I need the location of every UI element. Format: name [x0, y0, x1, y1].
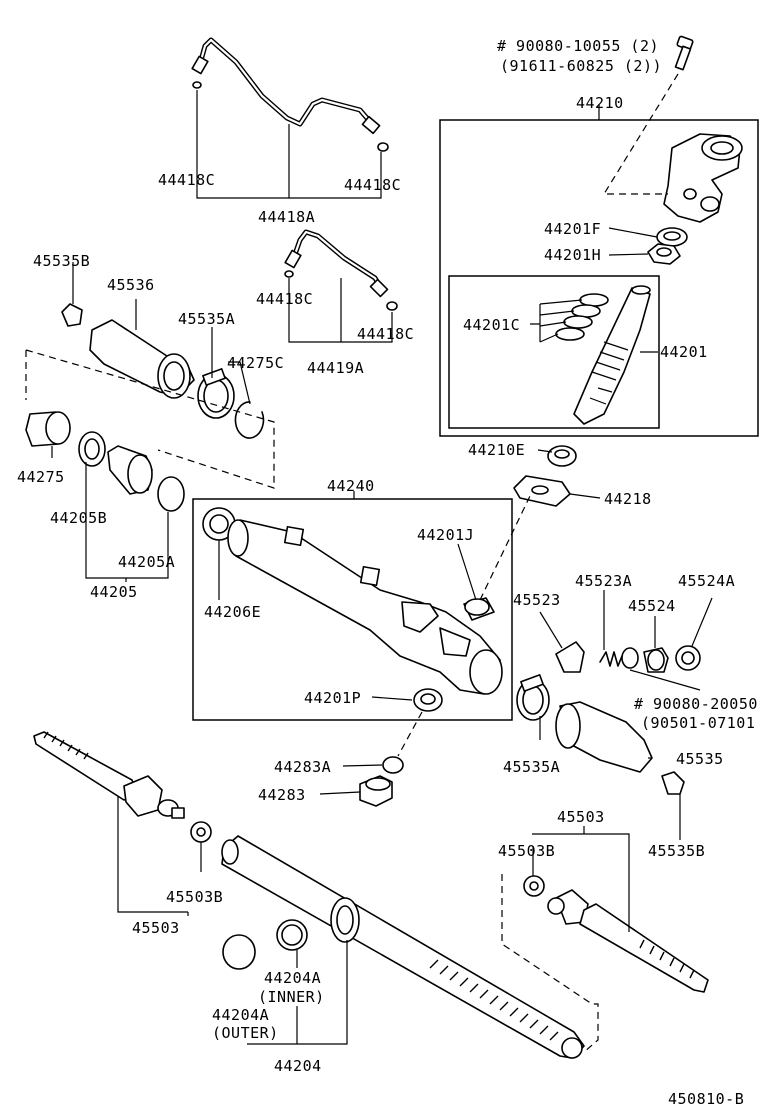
label-45503-b: 45503 [132, 919, 180, 937]
label-44204: 44204 [274, 1057, 322, 1075]
label-44201h: 44201H [544, 246, 601, 264]
nut-45503b-left [190, 821, 212, 843]
rack-guide-44205 [107, 445, 153, 495]
pressure-tube-44419a [284, 229, 398, 311]
label-44204a-inner: 44204A [264, 969, 321, 987]
seal-rings-44201c [555, 293, 609, 341]
label-450810-b: 450810-B [668, 1090, 744, 1108]
label-44283: 44283 [258, 786, 306, 804]
label-90501-07101: (90501-07101 [641, 714, 755, 732]
valve-shaft-frame [448, 275, 660, 429]
clamp-45535a-right [516, 674, 550, 721]
label-44201j: 44201J [417, 526, 474, 544]
clip-45535b-left [61, 303, 83, 327]
label-44206e: 44206E [204, 603, 261, 621]
gear-housing-frame [192, 498, 513, 721]
rack-guide-45523 [555, 641, 585, 673]
dashed-lines [25, 73, 679, 1053]
label-90080-20050: # 90080-20050 [634, 695, 758, 713]
label-44419a: 44419A [307, 359, 364, 377]
label-45535: 45535 [676, 750, 724, 768]
leader-lines [51, 90, 713, 1045]
label-44210e: 44210E [468, 441, 525, 459]
label-44418c-d: 44418C [357, 325, 414, 343]
valve-shaft-44201 [573, 285, 651, 425]
spring-45523a [599, 651, 623, 667]
clip-45535b-right [661, 771, 685, 795]
clamp-45535a-left [197, 368, 235, 419]
label-45503-a: 45503 [557, 808, 605, 826]
pressure-tube-44418a [191, 37, 389, 152]
label-44201c: 44201C [463, 316, 520, 334]
label-inner: (INNER) [258, 988, 325, 1006]
cover-seal-44210e [547, 445, 577, 467]
label-45535b-a: 45535B [33, 252, 90, 270]
label-44201f: 44201F [544, 220, 601, 238]
nut-44201h [647, 243, 681, 265]
label-44201: 44201 [660, 343, 708, 361]
label-44205a: 44205A [118, 553, 175, 571]
label-45503b-a: 45503B [498, 842, 555, 860]
steering-rack-44204 [221, 835, 585, 1059]
cap-44283 [359, 775, 393, 807]
label-91611-60825: (91611-60825 (2)) [500, 57, 662, 75]
o-ring-44205a [157, 476, 185, 512]
label-outer: (OUTER) [212, 1024, 279, 1042]
label-45503b-b: 45503B [166, 888, 223, 906]
lock-nut-45524a [675, 645, 701, 671]
label-44418c-a: 44418C [158, 171, 215, 189]
label-44218: 44218 [604, 490, 652, 508]
valve-housing-44210 [663, 133, 743, 223]
label-44240: 44240 [327, 477, 375, 495]
bearing-44201j [463, 597, 495, 621]
label-44418c-b: 44418C [344, 176, 401, 194]
bolt-icon [674, 35, 694, 71]
label-45535a-b: 45535A [503, 758, 560, 776]
plug-44283a [382, 756, 404, 774]
label-44418a: 44418A [258, 208, 315, 226]
label-44205: 44205 [90, 583, 138, 601]
label-44283a: 44283A [274, 758, 331, 776]
label-44204a-outer: 44204A [212, 1006, 269, 1024]
label-90080-10055: # 90080-10055 (2) [497, 37, 659, 55]
oil-seal-44201f [656, 227, 688, 247]
tie-rod-end-45503-left [33, 731, 185, 819]
label-45535a-a: 45535A [178, 310, 235, 328]
label-44201p: 44201P [304, 689, 361, 707]
label-44205b: 44205B [50, 509, 107, 527]
snap-ring-44275c [234, 401, 265, 439]
boot-45535 [555, 701, 653, 773]
spring-cap-45524 [643, 647, 669, 673]
label-44210: 44210 [576, 94, 624, 112]
gasket-44218 [513, 475, 571, 507]
rack-housing-44240 [227, 519, 503, 695]
part-labels: # 90080-10055 (2) (91611-60825 (2)) 4421… [17, 37, 758, 1108]
rack-bushing-44205b [78, 431, 106, 467]
bearing-44201p [413, 688, 443, 712]
label-45523: 45523 [513, 591, 561, 609]
o-ring-45524 [621, 647, 639, 669]
label-45524a: 45524A [678, 572, 735, 590]
label-45523a: 45523A [575, 572, 632, 590]
label-45535b-b: 45535B [648, 842, 705, 860]
nut-45503b-right [523, 875, 545, 897]
label-44418c-c: 44418C [256, 290, 313, 308]
tie-rod-end-45503-right [547, 889, 709, 993]
label-45536: 45536 [107, 276, 155, 294]
seal-ring-44204a-inner [276, 919, 308, 951]
bushing-44275 [25, 411, 71, 447]
boot-45536 [89, 319, 195, 399]
label-45524: 45524 [628, 597, 676, 615]
label-44275: 44275 [17, 468, 65, 486]
label-44275c: 44275C [227, 354, 284, 372]
seal-ring-44204a-outer [222, 934, 256, 970]
